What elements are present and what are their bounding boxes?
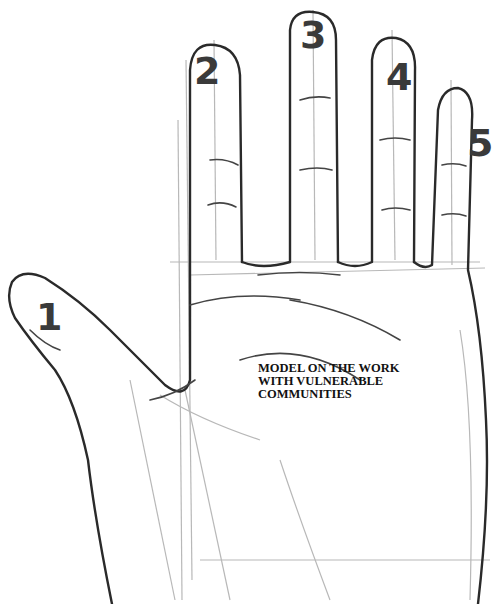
model-title: MODEL ON THE WORK WITH VULNERABLE COMMUN… <box>258 362 408 401</box>
callout-number: 2 <box>194 52 220 90</box>
callout-number: 1 <box>36 298 62 336</box>
callout-number: 4 <box>386 58 412 96</box>
construction-lines <box>130 10 490 600</box>
hand-outline <box>9 12 487 604</box>
palm-lines <box>30 97 466 400</box>
callout-number: 3 <box>300 16 326 54</box>
callout-number: 5 <box>467 124 493 162</box>
